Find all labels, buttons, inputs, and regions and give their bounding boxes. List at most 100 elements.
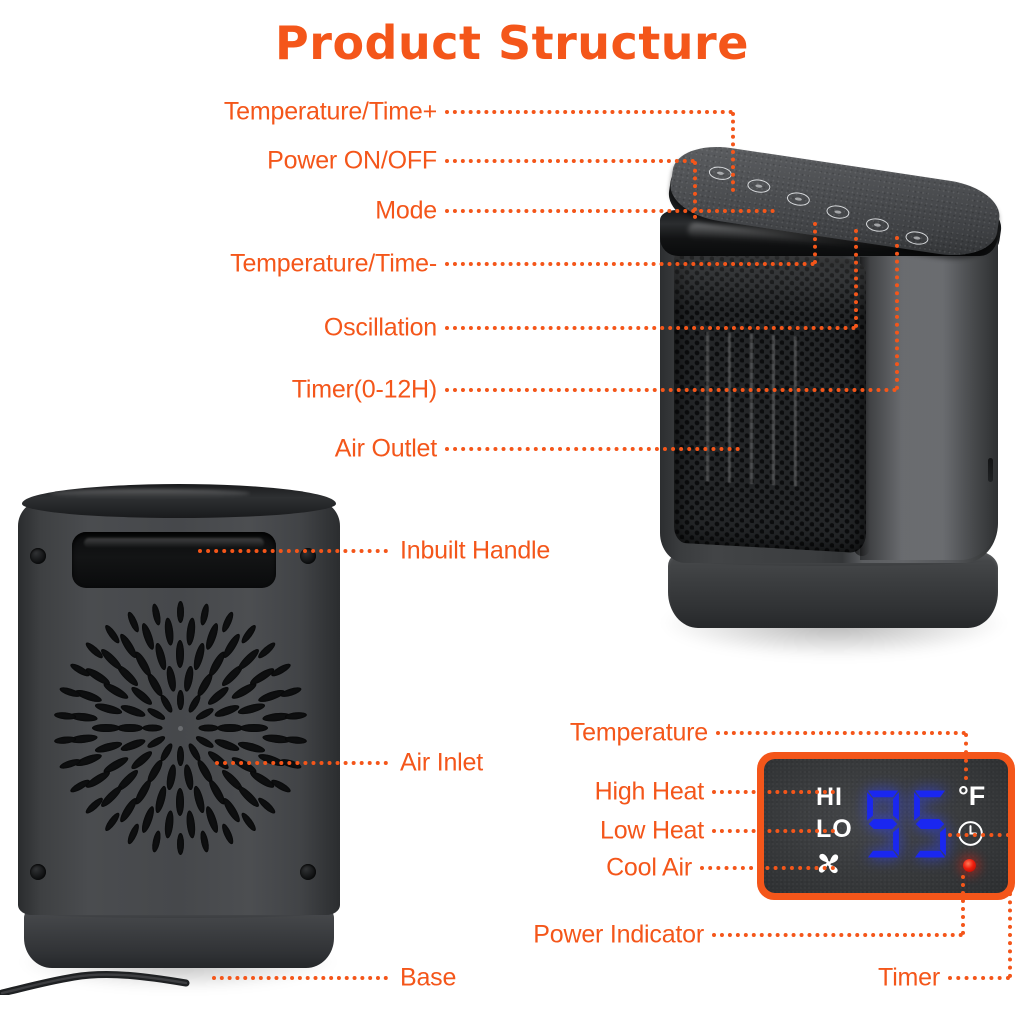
inlet-petal: [278, 685, 302, 699]
temperature-reading: 95: [859, 781, 954, 867]
leader-air-outlet-h: [445, 447, 740, 451]
inlet-petal: [145, 705, 167, 723]
label-inbuilt-handle: Inbuilt Handle: [400, 536, 551, 565]
leader-temperature-h: [716, 731, 966, 735]
leader-oscillation-v: [854, 229, 858, 328]
seven-segment-digit: [914, 790, 946, 858]
leader-power-h: [445, 159, 695, 163]
inlet-petal: [185, 810, 197, 839]
inlet-petal: [269, 661, 292, 679]
leader-timer-range-v: [895, 236, 899, 390]
label-timer: Timer: [878, 963, 940, 992]
fan-icon: [818, 853, 839, 874]
inlet-petal: [142, 724, 162, 732]
inlet-petal: [176, 788, 184, 816]
inlet-petal: [284, 735, 307, 745]
inlet-petal: [117, 796, 140, 825]
inlet-petal: [125, 610, 141, 634]
inlet-petal: [236, 701, 267, 717]
inlet-petal: [235, 646, 262, 673]
inlet-petal: [129, 748, 155, 772]
inlet-petal: [53, 735, 76, 745]
leader-temp-time-minus-h: [445, 262, 815, 266]
inlet-petal: [198, 829, 210, 853]
side-vent-slit: [988, 458, 993, 482]
unit-label: °F: [958, 781, 986, 811]
inlet-petal: [219, 610, 235, 634]
leader-temp-time-plus-h: [445, 110, 733, 114]
label-temp-time-plus: Temperature/Time+: [223, 97, 437, 126]
inlet-petal: [213, 736, 241, 754]
leader-power-indicator-h: [712, 933, 963, 937]
inlet-petal: [176, 640, 184, 668]
display-panel-screen: HI LO 95 °F: [764, 759, 1008, 893]
inlet-petal: [139, 621, 157, 651]
inlet-petal: [205, 684, 231, 708]
inlet-petal: [203, 805, 221, 835]
inlet-petal: [58, 685, 82, 699]
inlet-petal: [193, 705, 215, 723]
inbuilt-handle: [72, 532, 276, 588]
label-power-on-off: Power ON/OFF: [267, 146, 437, 175]
inlet-petal: [191, 641, 207, 672]
high-heat-indicator: HI: [816, 783, 843, 811]
screw-hole: [300, 864, 316, 880]
leader-timer-h2: [948, 833, 1010, 837]
inlet-petal: [139, 805, 157, 835]
leader-cool-air-h: [700, 866, 835, 870]
rear-heater-illustration: [0, 482, 354, 1024]
inlet-petal: [163, 810, 175, 839]
inlet-petal: [98, 783, 125, 810]
inlet-petal: [235, 783, 262, 810]
label-air-inlet: Air Inlet: [400, 748, 483, 777]
rear-top-gloss: [50, 489, 250, 498]
grille-hub: [177, 725, 183, 731]
inlet-petal: [191, 784, 207, 815]
screw-hole: [30, 864, 46, 880]
inlet-petal: [58, 757, 82, 771]
inlet-petal: [240, 724, 268, 732]
inlet-petal: [176, 690, 184, 710]
inlet-petal: [117, 631, 140, 660]
label-temp-time-minus: Temperature/Time-: [230, 249, 437, 278]
inlet-petal: [185, 617, 197, 646]
seven-segment-digit: [867, 790, 899, 858]
leader-timer-h: [948, 976, 1010, 980]
inlet-petal: [93, 701, 124, 717]
inlet-petal: [68, 661, 91, 679]
inlet-petal: [182, 665, 195, 693]
inlet-petal: [238, 623, 258, 646]
inlet-petal: [176, 833, 184, 855]
inlet-petal: [236, 739, 267, 755]
label-cool-air: Cool Air: [606, 853, 692, 882]
leader-air-inlet-h: [215, 761, 388, 765]
leader-low-heat-h: [712, 829, 835, 833]
inlet-petal: [165, 763, 178, 791]
handle-gloss: [84, 538, 264, 548]
inlet-petal: [198, 603, 210, 627]
inlet-petal: [129, 684, 155, 708]
label-oscillation: Oscillation: [323, 313, 437, 342]
label-timer-range: Timer(0-12H): [291, 375, 437, 404]
page-title: Product Structure: [275, 16, 749, 70]
inlet-petal: [213, 702, 241, 720]
label-mode: Mode: [375, 196, 437, 225]
rear-heater-top-cap: [22, 484, 336, 518]
inlet-petal: [238, 810, 258, 833]
inlet-petal: [220, 796, 243, 825]
screw-hole: [30, 548, 46, 564]
inlet-petal: [176, 746, 184, 766]
inlet-petal: [98, 646, 125, 673]
label-power-indicator: Power Indicator: [533, 920, 704, 949]
leader-mode-h: [445, 209, 775, 213]
inlet-petal: [125, 822, 141, 846]
power-cord: [0, 971, 190, 995]
label-low-heat: Low Heat: [599, 816, 704, 845]
leader-oscillation-h: [445, 326, 856, 330]
inlet-petal: [198, 724, 218, 732]
inlet-petal: [93, 739, 124, 755]
power-indicator-led: [963, 859, 976, 872]
inlet-petal: [153, 641, 169, 672]
leader-base-h: [212, 976, 388, 980]
